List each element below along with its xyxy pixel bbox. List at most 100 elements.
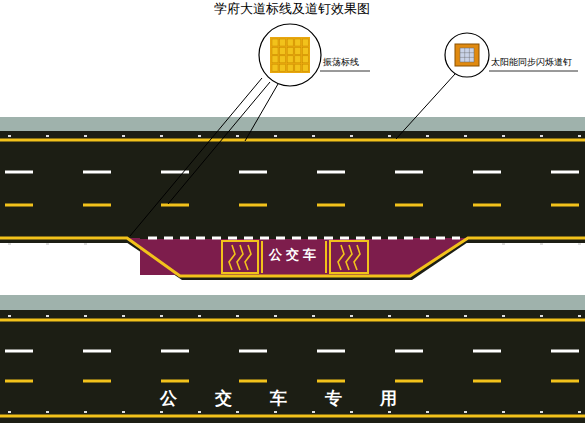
vibration-block <box>272 56 278 63</box>
vibration-block <box>295 39 301 46</box>
lane-dash-yellow <box>239 204 267 207</box>
diagram-title: 学府大道标线及道钉效果图 <box>214 2 370 17</box>
road-stud <box>578 243 581 245</box>
road-stud <box>122 135 125 137</box>
lane-dash-yellow <box>161 380 189 383</box>
road-asphalt <box>0 310 585 423</box>
lane-dash-white <box>395 171 423 174</box>
vibration-block <box>287 56 293 63</box>
bay-bar <box>325 241 327 273</box>
solar-stud-icon <box>455 44 479 66</box>
vibration-block <box>287 39 293 46</box>
road-stud <box>502 411 505 413</box>
vibration-block <box>272 39 278 46</box>
lane-dash-yellow <box>5 380 33 383</box>
road-stud <box>122 411 125 413</box>
zigzag-symbol <box>338 245 344 270</box>
road-stud <box>274 135 277 137</box>
road-stud <box>540 243 543 245</box>
lane-dash-white <box>317 350 345 353</box>
road-stud <box>198 411 201 413</box>
bus-bay-asphalt <box>120 238 474 280</box>
road-stud <box>46 315 49 317</box>
lane-dash-white <box>5 171 33 174</box>
edge-line <box>0 238 585 276</box>
vibration-block <box>287 47 293 54</box>
zigzag-symbol <box>354 245 360 270</box>
vibration-block <box>302 64 308 71</box>
road-stud <box>122 315 125 317</box>
road-stud <box>198 135 201 137</box>
road-stud <box>46 411 49 413</box>
lane-dash-white <box>551 350 579 353</box>
road-stud <box>46 135 49 137</box>
callout-label: 太阳能同步闪烁道钉 <box>491 57 572 67</box>
road-stud <box>84 315 87 317</box>
solar-cell-line <box>460 57 474 58</box>
road-stud <box>464 315 467 317</box>
leader-line <box>396 74 455 139</box>
leader-line <box>130 78 262 236</box>
lane-dash-yellow <box>83 380 111 383</box>
vibration-block <box>272 47 278 54</box>
solar-cell-line <box>460 52 474 53</box>
vibration-block <box>272 64 278 71</box>
lane-dash-yellow <box>551 380 579 383</box>
road-stud <box>388 135 391 137</box>
lane-dash-yellow <box>473 380 501 383</box>
road-stud <box>84 135 87 137</box>
road-stud <box>540 135 543 137</box>
road-stud <box>160 135 163 137</box>
road-shoulder <box>0 295 585 310</box>
zigzag-symbol <box>346 245 352 270</box>
road-stud <box>502 243 505 245</box>
road-stud <box>502 135 505 137</box>
bay-bar <box>261 241 263 273</box>
road-stud <box>350 135 353 137</box>
lane-dash-yellow <box>395 204 423 207</box>
road-stud <box>236 411 239 413</box>
lane-dash-yellow <box>395 380 423 383</box>
road-stud <box>350 315 353 317</box>
solar-cell-line <box>464 48 465 62</box>
vibration-block <box>287 64 293 71</box>
vibration-block <box>280 64 286 71</box>
callout-circle <box>259 24 321 86</box>
bus-bay-purple <box>140 239 410 275</box>
lane-dash-white <box>551 171 579 174</box>
lane-dash-yellow <box>161 204 189 207</box>
road-stud <box>312 411 315 413</box>
lane-dash-white <box>5 350 33 353</box>
callout-label: 振荡标线 <box>323 57 359 67</box>
road-stud <box>464 135 467 137</box>
road-stud <box>312 315 315 317</box>
lane-dash-yellow <box>317 380 345 383</box>
road-stud <box>46 243 49 245</box>
road-stud <box>426 315 429 317</box>
lane-dash-white <box>83 350 111 353</box>
road-stud <box>502 315 505 317</box>
vibration-block <box>280 47 286 54</box>
zigzag-symbol <box>237 245 243 270</box>
lane-dash-yellow <box>5 204 33 207</box>
road-stud <box>198 315 201 317</box>
bay-symbol-box <box>222 241 258 273</box>
vibration-block <box>295 47 301 54</box>
vibration-block <box>302 47 308 54</box>
road-stud <box>236 315 239 317</box>
lane-dash-white <box>83 171 111 174</box>
solar-panel <box>460 48 474 62</box>
road-stud <box>426 411 429 413</box>
lane-dash-yellow <box>239 380 267 383</box>
lane-dash-white <box>161 350 189 353</box>
bay-symbol-box <box>330 241 368 273</box>
edge-line <box>0 415 585 418</box>
road-stud <box>426 135 429 137</box>
road-stud <box>8 243 11 245</box>
leader-line <box>168 82 270 204</box>
road-stud <box>388 411 391 413</box>
lane-dash-yellow <box>551 204 579 207</box>
road-stud <box>350 411 353 413</box>
road-stud <box>8 411 11 413</box>
